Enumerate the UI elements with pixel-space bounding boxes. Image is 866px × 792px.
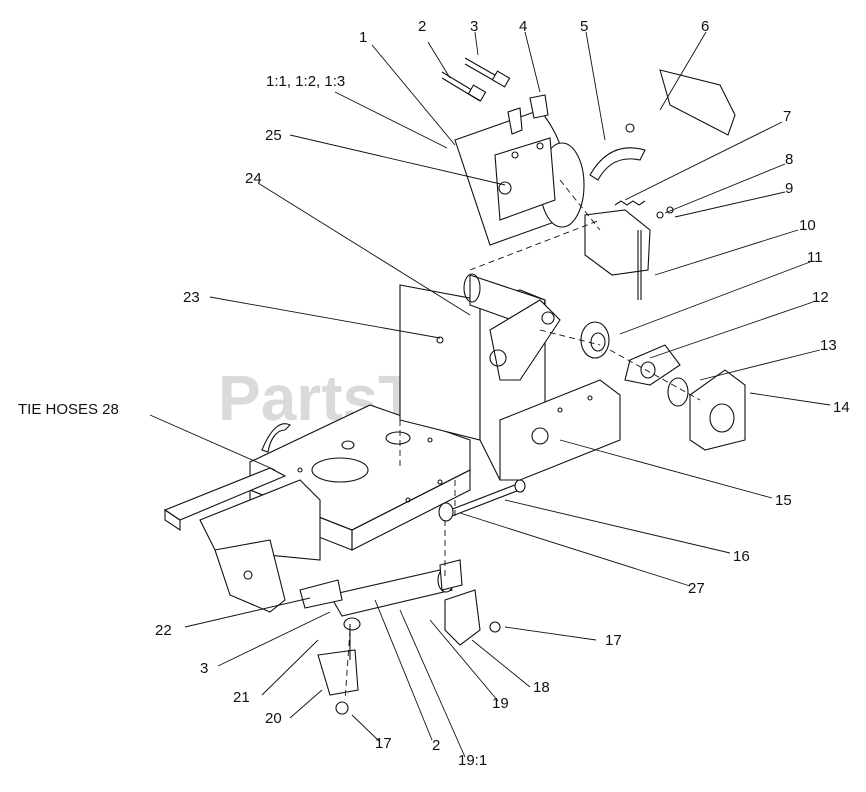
callout-6: 6 xyxy=(701,18,709,35)
callout-2b: 2 xyxy=(432,737,440,754)
callout-21: 21 xyxy=(233,689,250,706)
callout-10: 10 xyxy=(799,217,816,234)
upper-bracket xyxy=(659,69,736,136)
mount-plate xyxy=(584,209,651,276)
callout-1-sub: 1:1, 1:2, 1:3 xyxy=(266,73,345,90)
callout-labels: 1 2 3 4 5 6 7 8 9 10 11 12 13 14 15 16 1… xyxy=(18,18,850,769)
nut-17b xyxy=(335,701,349,715)
hose-fittings xyxy=(441,57,549,135)
callout-5: 5 xyxy=(580,18,588,35)
callout-11: 11 xyxy=(807,249,823,266)
callout-13: 13 xyxy=(820,337,837,354)
callout-27: 27 xyxy=(688,580,705,597)
cross-bracket xyxy=(499,379,621,481)
callout-19: 19 xyxy=(492,695,509,712)
bushing-27 xyxy=(438,502,454,522)
washer-15 xyxy=(531,427,549,445)
motor-clamp xyxy=(589,147,646,181)
assembly-lines xyxy=(344,179,701,701)
callout-28: TIE HOSES 28 xyxy=(18,401,119,418)
callout-2a: 2 xyxy=(418,18,426,35)
bearing-assembly xyxy=(580,321,746,451)
callout-20: 20 xyxy=(265,710,282,727)
callout-3b: 3 xyxy=(200,660,208,677)
motor-block xyxy=(494,137,556,221)
callout-4: 4 xyxy=(519,18,527,35)
callout-23: 23 xyxy=(183,289,200,306)
flange xyxy=(624,344,681,386)
frame-assembly xyxy=(163,273,621,613)
callout-24: 24 xyxy=(245,170,262,187)
lift-cylinder xyxy=(299,559,463,631)
bolt-17a xyxy=(489,621,501,633)
callout-1: 1 xyxy=(359,29,367,46)
callout-3a: 3 xyxy=(470,18,478,35)
callout-17b: 17 xyxy=(375,735,392,752)
callout-17a: 17 xyxy=(605,632,622,649)
tie-hose-loop xyxy=(261,423,291,453)
callout-7: 7 xyxy=(783,108,791,125)
hydraulic-motor xyxy=(454,109,585,246)
leader-lines xyxy=(149,31,831,758)
callout-8: 8 xyxy=(785,151,793,168)
housing xyxy=(689,369,746,451)
callout-16: 16 xyxy=(733,548,750,565)
callout-18: 18 xyxy=(533,679,550,696)
callout-15: 15 xyxy=(775,492,792,509)
callout-9: 9 xyxy=(785,180,793,197)
callout-12: 12 xyxy=(812,289,829,306)
bracket-18 xyxy=(444,589,481,646)
callout-19-1: 19:1 xyxy=(458,752,487,769)
bracket-20 xyxy=(317,649,359,696)
callout-25: 25 xyxy=(265,127,282,144)
callout-14: 14 xyxy=(833,399,850,416)
rear-panel xyxy=(399,284,481,441)
callout-22: 22 xyxy=(155,622,172,639)
